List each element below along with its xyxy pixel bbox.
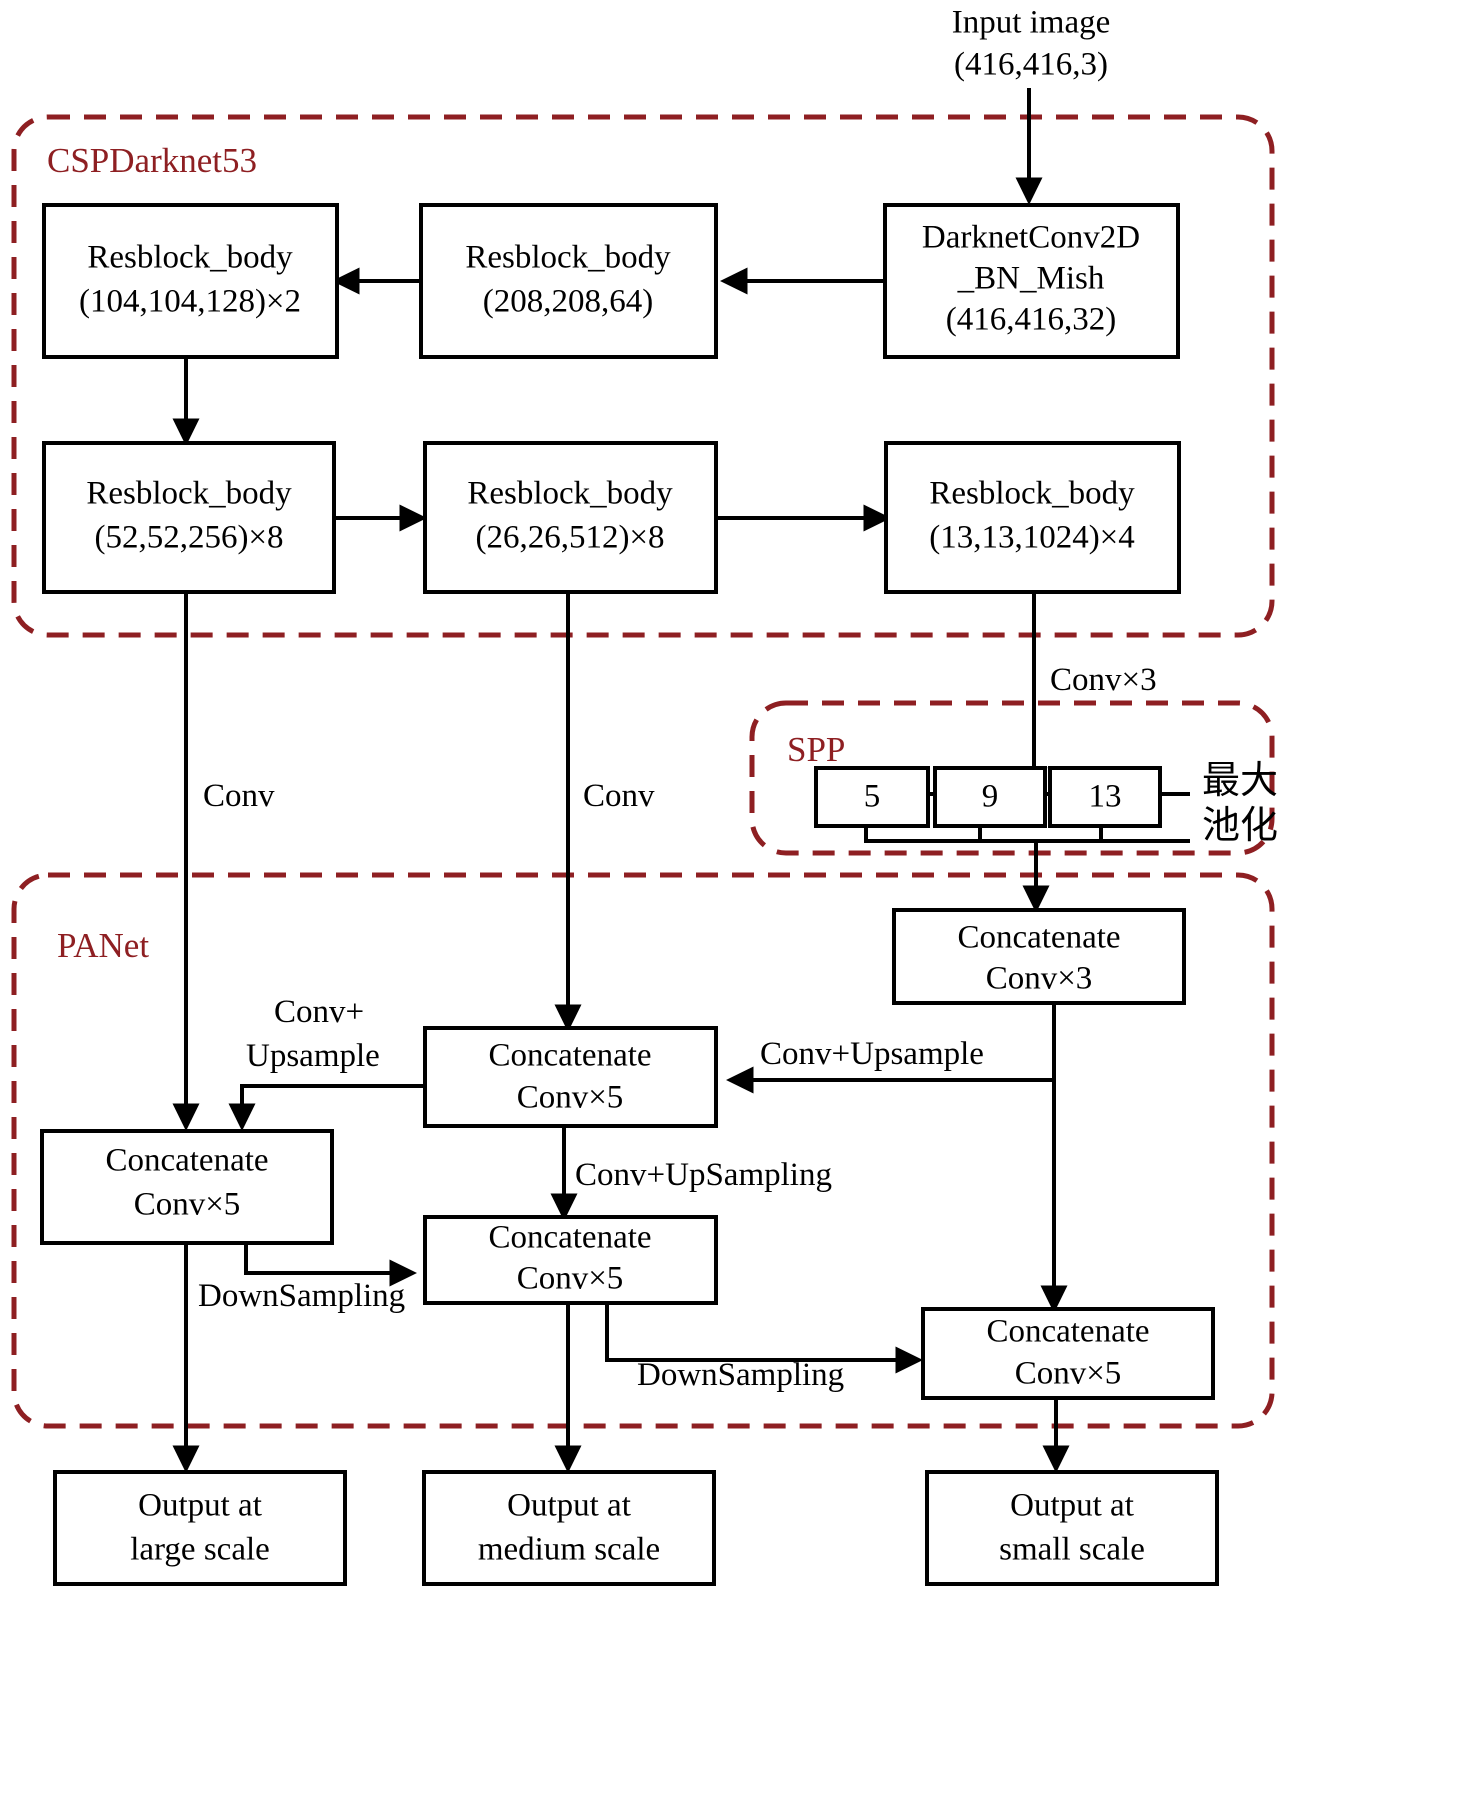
node-line: Output at: [138, 1488, 262, 1524]
spp-side-label-line1: 最大: [1202, 758, 1278, 802]
node-line: medium scale: [478, 1532, 660, 1568]
node-line: Concatenate: [488, 1220, 651, 1256]
input-image-label-line2: (416,416,3): [954, 47, 1108, 83]
node-spp-pool-5[interactable]: 5: [814, 766, 930, 828]
group-label-spp: SPP: [787, 730, 845, 769]
node-resblock-body-104[interactable]: Resblock_body (104,104,128)×2: [42, 203, 339, 359]
edge-label-downsampling-right: DownSampling: [637, 1357, 844, 1393]
node-line: Conv×5: [517, 1261, 624, 1297]
node-concatenate-conv5-top-mid[interactable]: Concatenate Conv×5: [423, 1026, 718, 1128]
node-concatenate-conv5-bottom-right[interactable]: Concatenate Conv×5: [921, 1307, 1215, 1400]
node-line: Concatenate: [986, 1314, 1149, 1350]
node-line: (416,416,32): [946, 302, 1116, 338]
node-line: (26,26,512)×8: [475, 520, 664, 556]
node-line: Output at: [1010, 1488, 1134, 1524]
edge-label-conv-upsampling: Conv+UpSampling: [575, 1157, 832, 1193]
node-concatenate-conv5-left[interactable]: Concatenate Conv×5: [40, 1129, 334, 1245]
edge-label-conv-mid: Conv: [583, 778, 655, 814]
node-resblock-body-13[interactable]: Resblock_body (13,13,1024)×4: [884, 441, 1181, 594]
node-spp-pool-9[interactable]: 9: [933, 766, 1047, 828]
node-line: Conv×5: [134, 1187, 241, 1223]
group-label-cspdarknet53: CSPDarknet53: [47, 141, 257, 180]
edge-conv-upsample-left: [228, 1084, 425, 1131]
node-line: Conv×5: [1015, 1356, 1122, 1392]
edge-downsampling-right: [605, 1303, 923, 1374]
edge-label-downsampling-left: DownSampling: [198, 1278, 405, 1314]
node-line: Resblock_body: [87, 240, 293, 276]
node-line: (104,104,128)×2: [79, 284, 301, 320]
node-line: (13,13,1024)×4: [929, 520, 1135, 556]
edge-label-conv-x3: Conv×3: [1050, 662, 1157, 698]
node-line: Resblock_body: [467, 476, 673, 512]
node-line: (52,52,256)×8: [94, 520, 283, 556]
node-line: _BN_Mish: [957, 261, 1105, 297]
node-output-medium-scale[interactable]: Output at medium scale: [422, 1470, 716, 1586]
node-line: Conv×5: [517, 1080, 624, 1116]
spp-merge-line-5: [864, 824, 1190, 843]
node-resblock-body-208[interactable]: Resblock_body (208,208,64): [419, 203, 718, 359]
node-output-small-scale[interactable]: Output at small scale: [925, 1470, 1219, 1586]
node-resblock-body-26[interactable]: Resblock_body (26,26,512)×8: [423, 441, 718, 594]
node-concatenate-conv5-bottom-mid[interactable]: Concatenate Conv×5: [423, 1215, 718, 1305]
node-line: Concatenate: [488, 1038, 651, 1074]
node-darknetconv2d-bn-mish[interactable]: DarknetConv2D _BN_Mish (416,416,32): [883, 203, 1180, 359]
node-line: Resblock_body: [86, 476, 292, 512]
node-line: 5: [864, 779, 881, 815]
edge-label-conv-left: Conv: [203, 778, 275, 814]
group-box-spp: [749, 700, 1275, 856]
node-concatenate-conv3[interactable]: Concatenate Conv×3: [892, 908, 1186, 1005]
node-line: Output at: [507, 1488, 631, 1524]
node-resblock-body-52[interactable]: Resblock_body (52,52,256)×8: [42, 441, 336, 594]
edge-downsampling-left: [244, 1243, 417, 1287]
group-box-panet: [11, 872, 1275, 1429]
input-image-label-line1: Input image: [952, 5, 1111, 41]
node-line: small scale: [999, 1532, 1145, 1568]
edge-label-conv-upsample-right: Conv+Upsample: [760, 1036, 984, 1072]
edge-label-conv-upsample-line2: Upsample: [246, 1038, 380, 1074]
node-line: DarknetConv2D: [922, 220, 1140, 256]
node-line: 13: [1089, 779, 1122, 815]
node-line: Resblock_body: [465, 240, 671, 276]
node-line: 9: [982, 779, 999, 815]
node-output-large-scale[interactable]: Output at large scale: [53, 1470, 347, 1586]
group-label-panet: PANet: [57, 926, 149, 965]
node-spp-pool-13[interactable]: 13: [1048, 766, 1162, 828]
spp-side-label-line2: 池化: [1202, 803, 1278, 847]
edge-label-conv-upsample-line1: Conv+: [274, 994, 364, 1030]
node-line: Resblock_body: [929, 476, 1135, 512]
node-line: Conv×3: [986, 961, 1093, 997]
node-line: Concatenate: [105, 1143, 268, 1179]
node-line: large scale: [130, 1532, 270, 1568]
node-line: (208,208,64): [483, 284, 653, 320]
node-line: Concatenate: [957, 920, 1120, 956]
group-box-cspdarknet53: [11, 114, 1275, 638]
